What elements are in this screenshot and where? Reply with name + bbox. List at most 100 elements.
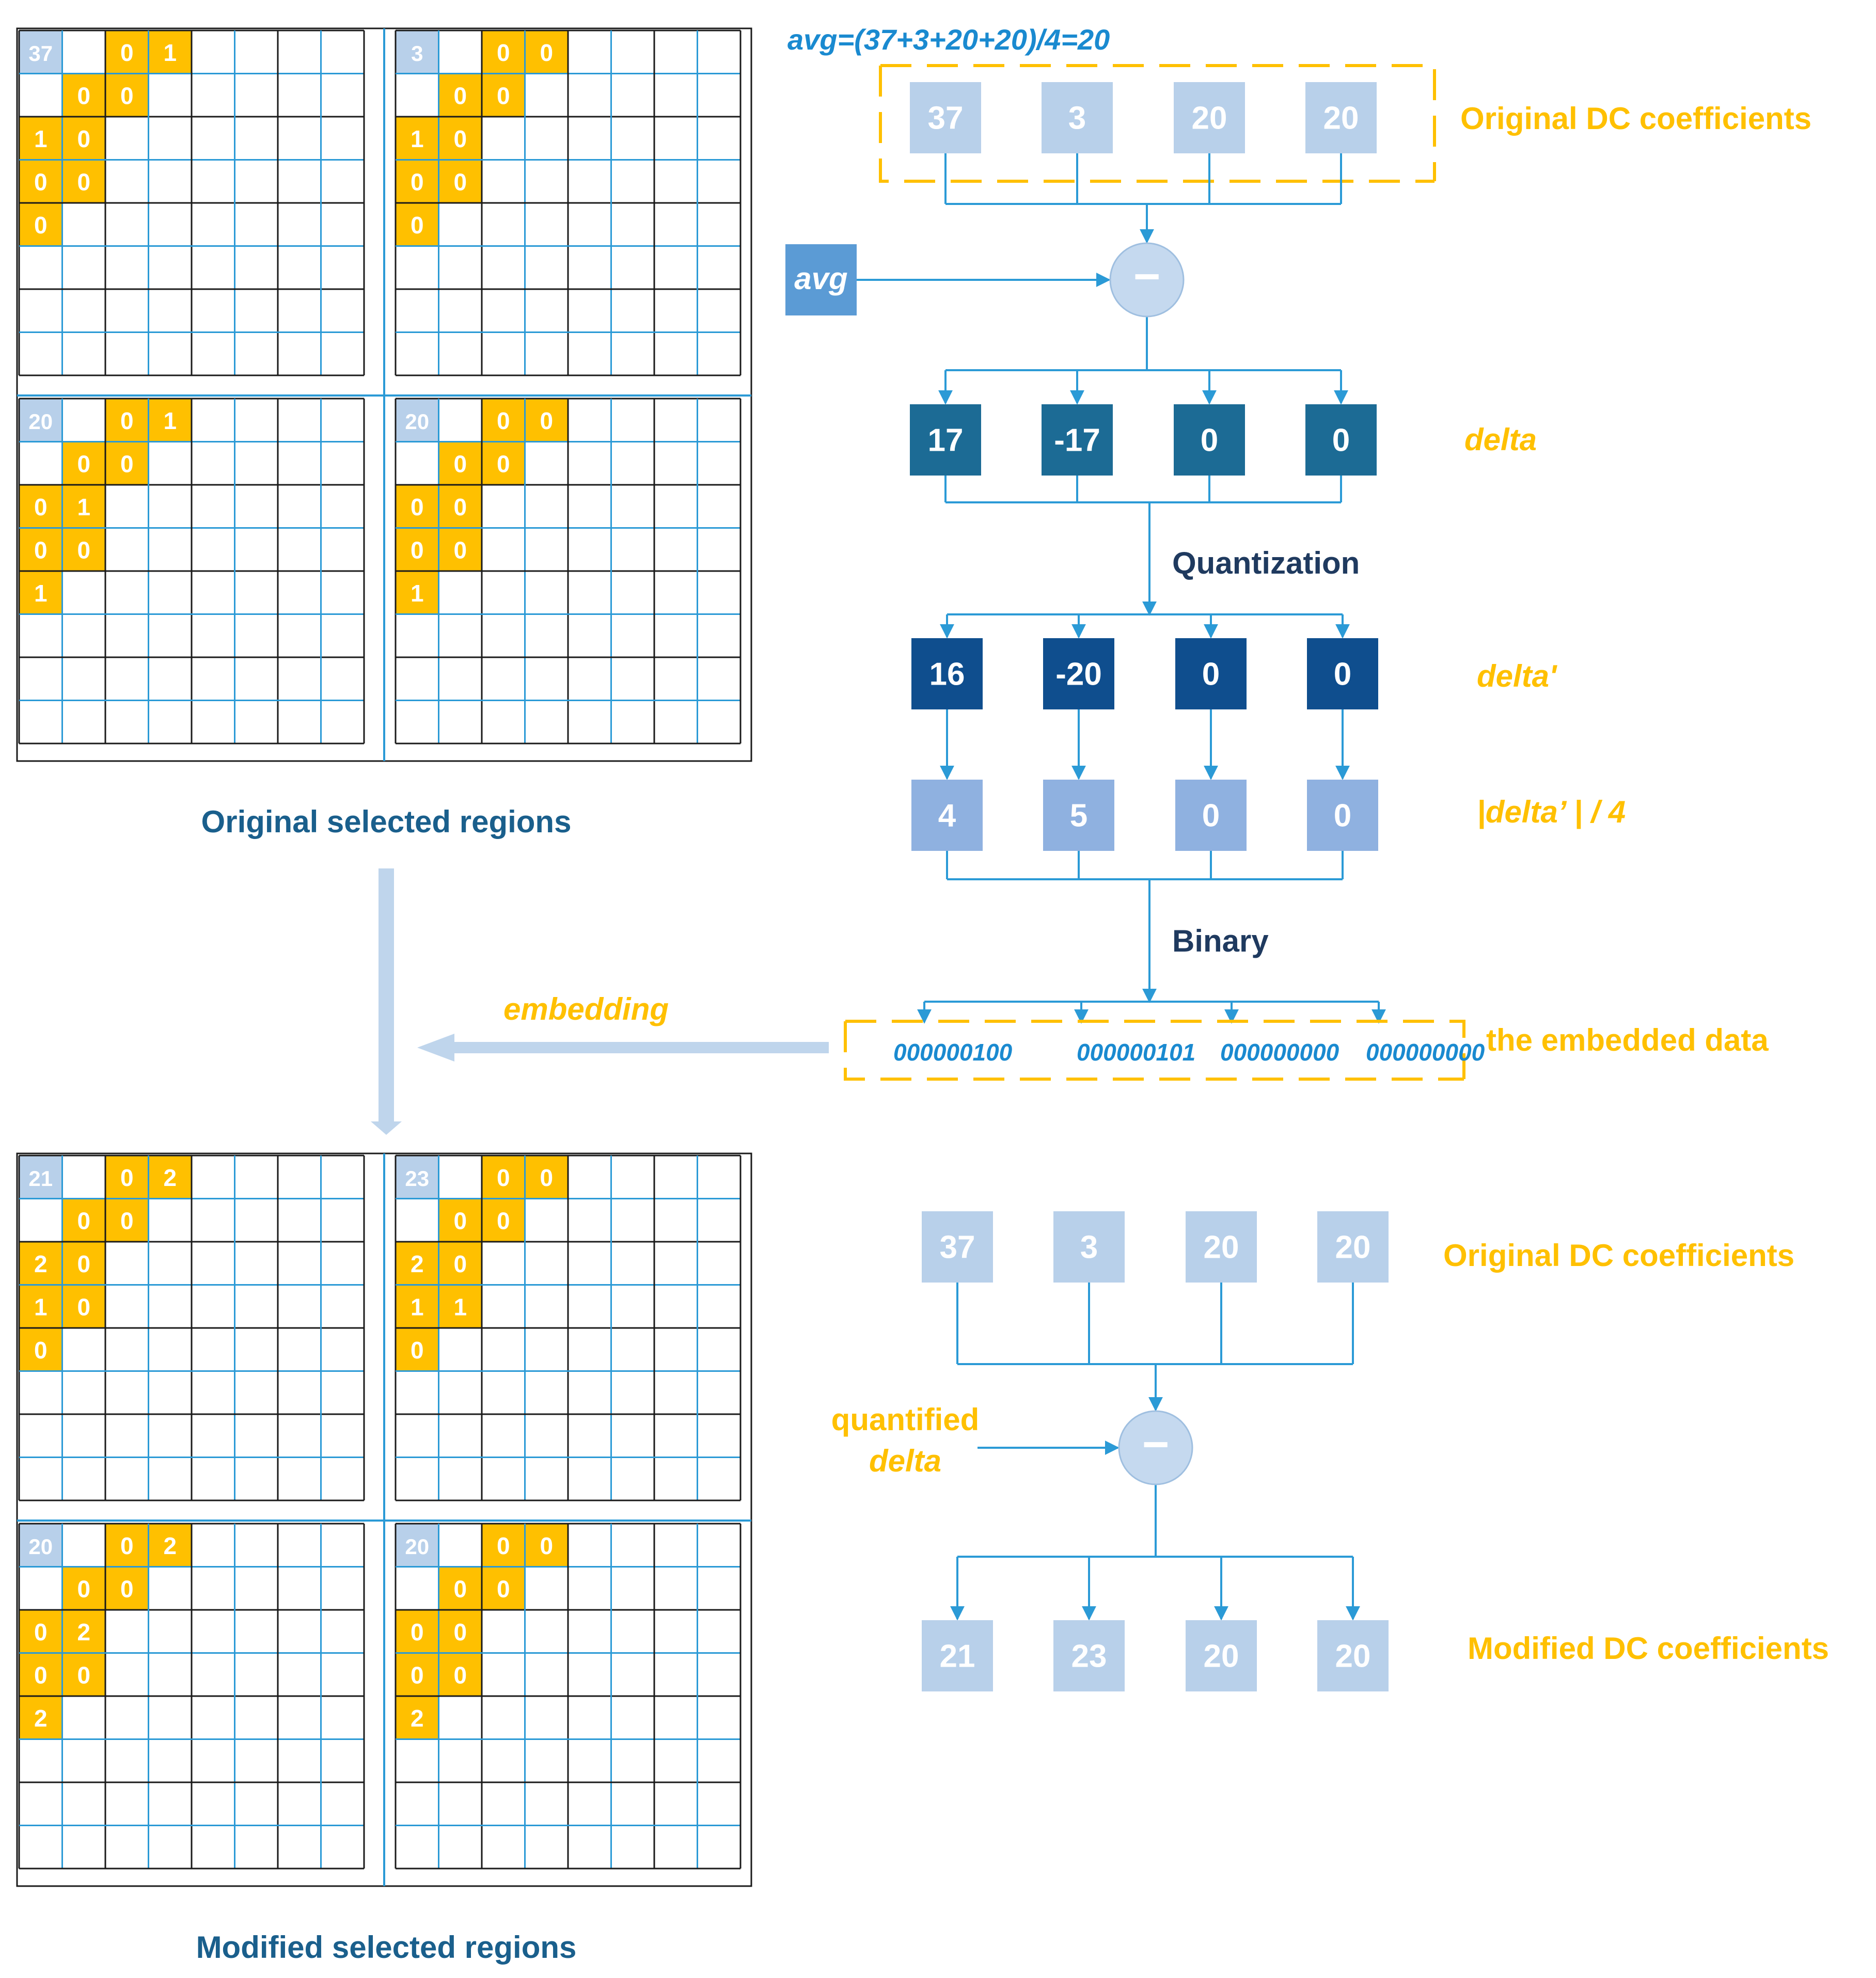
coefficient-cell (19, 1524, 62, 1567)
coefficient-cell (62, 485, 105, 528)
coefficient-cell (62, 73, 105, 117)
coefficient-cell (62, 117, 105, 160)
ac-coefficient-value: 0 (120, 39, 134, 66)
ac-coefficient-value: 1 (77, 494, 90, 520)
coefficient-cell (19, 203, 62, 246)
ac-coefficient-value: 1 (411, 580, 424, 607)
div4-value: 5 (1070, 798, 1087, 834)
coefficient-cell (438, 485, 482, 528)
ac-coefficient-value: 1 (411, 125, 424, 152)
original-dc-label-2: Original DC coefficients (1443, 1238, 1794, 1273)
ac-coefficient-value: 1 (34, 1293, 48, 1320)
embedding-arrow (417, 1034, 829, 1062)
coefficient-cell (438, 117, 482, 160)
original-dc-2-value: 37 (940, 1230, 975, 1265)
div4-box (911, 780, 983, 851)
coefficient-cell (105, 441, 149, 485)
coefficient-cell (482, 441, 525, 485)
delta-prime-value: -20 (1055, 657, 1102, 692)
coefficient-cell (105, 30, 149, 74)
embedding-label: embedding (503, 992, 669, 1026)
coefficient-cell (438, 1566, 482, 1610)
ac-coefficient-value: 0 (411, 1337, 424, 1364)
original-dc-dashed-frame (879, 64, 1436, 183)
original-dc-value: 20 (1192, 101, 1227, 136)
delta-prime-value: 16 (929, 657, 965, 692)
ac-coefficient-value: 0 (34, 494, 48, 520)
ac-coefficient-value: 2 (163, 1532, 177, 1559)
subtract-symbol-2: − (1142, 1419, 1170, 1470)
ac-coefficient-value: 0 (77, 125, 90, 152)
div4-box (1175, 780, 1247, 851)
coefficient-cell (19, 1653, 62, 1696)
coefficient-cell (148, 1524, 192, 1567)
coefficient-cell (105, 73, 149, 117)
coefficient-cell (482, 1566, 525, 1610)
ac-coefficient-value: 2 (411, 1251, 424, 1277)
coefficient-cell (396, 399, 439, 442)
coefficient-cell (525, 1524, 568, 1567)
coefficient-cell (396, 117, 439, 160)
ac-coefficient-value: 0 (77, 450, 90, 477)
coefficient-cell (148, 30, 192, 74)
coefficient-cell (396, 1696, 439, 1739)
modified-dc-value: 23 (1071, 1639, 1107, 1674)
original-dc-value: 37 (928, 101, 964, 136)
ac-coefficient-value: 0 (540, 1532, 553, 1559)
modified-dc-label: Modified DC coefficients (1468, 1631, 1829, 1666)
coefficient-cell (482, 1198, 525, 1242)
delta-box (1305, 404, 1377, 476)
delta-box (910, 404, 981, 476)
ac-coefficient-value: 0 (34, 212, 48, 239)
binary-label: Binary (1172, 924, 1269, 958)
subtract-operator (1109, 242, 1185, 318)
coefficient-cell (396, 1524, 439, 1567)
ac-coefficient-value: 0 (120, 1207, 134, 1234)
coefficient-cell (396, 528, 439, 571)
original-dc-2-box (1186, 1211, 1257, 1283)
original-dc-2-value: 3 (1080, 1230, 1098, 1265)
coefficient-cell (482, 30, 525, 74)
original-regions-caption: Original selected regions (201, 804, 572, 839)
ac-coefficient-value: 0 (540, 39, 553, 66)
ac-coefficient-value: 0 (34, 168, 48, 195)
div4-box (1043, 780, 1114, 851)
ac-coefficient-value: 0 (34, 1619, 48, 1645)
coefficient-cell (62, 1566, 105, 1610)
modified-dc-value: 21 (940, 1639, 975, 1674)
delta-box (1042, 404, 1113, 476)
coefficient-cell (62, 1653, 105, 1696)
coefficient-cell (19, 30, 62, 74)
coefficient-cell (396, 571, 439, 614)
ac-coefficient-value: 0 (497, 39, 510, 66)
coefficient-cell (19, 528, 62, 571)
original-dc-2-box (1317, 1211, 1389, 1283)
original-dc-box (1305, 82, 1377, 153)
delta-prime-label: delta' (1477, 659, 1557, 693)
coefficient-cell (105, 1524, 149, 1567)
ac-coefficient-value: 1 (411, 1293, 424, 1320)
ac-coefficient-value: 0 (120, 407, 134, 434)
dc-coefficient-value: 20 (405, 409, 429, 434)
original-dc-box (910, 82, 981, 153)
original-dc-value: 20 (1323, 101, 1359, 136)
ac-coefficient-value: 1 (453, 1293, 467, 1320)
ac-coefficient-value: 0 (453, 494, 467, 520)
coefficient-cell (19, 485, 62, 528)
coefficient-cell (19, 1610, 62, 1653)
coefficient-cell (396, 1653, 439, 1696)
delta-prime-box (1307, 638, 1378, 709)
ac-coefficient-value: 0 (453, 1575, 467, 1602)
embedded-bit-string: 000000000 (1220, 1039, 1339, 1066)
original-dc-box (1174, 82, 1245, 153)
original-dc-2-box (1053, 1211, 1125, 1283)
